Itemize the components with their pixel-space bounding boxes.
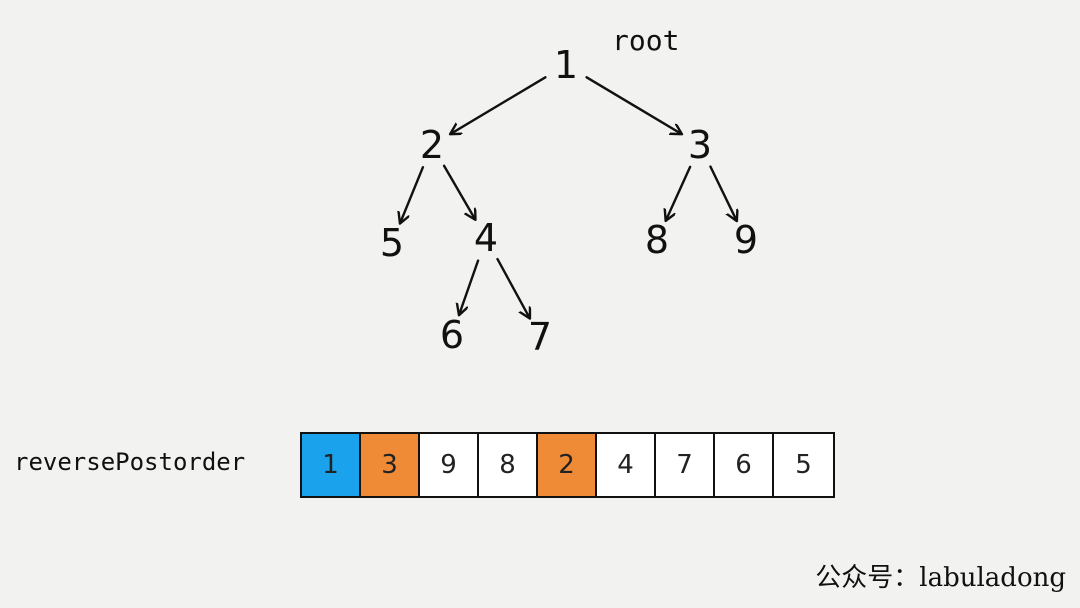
tree-nodes: 1 2 3 5 4 8 9 6 7 <box>380 43 758 359</box>
tree-node-4: 4 <box>474 216 498 260</box>
tree-node-6: 6 <box>440 313 464 357</box>
array-cell: 4 <box>597 434 656 496</box>
tree-edges <box>400 76 736 318</box>
array-cell: 9 <box>420 434 479 496</box>
edge-n1-n2 <box>451 76 547 133</box>
array-cell: 3 <box>361 434 420 496</box>
edge-n4-n7 <box>496 257 529 318</box>
edge-n3-n8 <box>666 165 692 220</box>
tree-node-1: 1 <box>554 43 578 87</box>
edge-n2-n4 <box>442 164 475 219</box>
tree-node-3: 3 <box>688 123 712 167</box>
array-label: reversePostorder <box>14 448 246 476</box>
tree-node-7: 7 <box>528 315 552 359</box>
array-cell: 7 <box>656 434 715 496</box>
array-cell: 2 <box>538 434 597 496</box>
edge-n3-n9 <box>709 165 736 221</box>
edge-n1-n3 <box>585 76 682 133</box>
array-cell: 6 <box>715 434 774 496</box>
array-cell: 8 <box>479 434 538 496</box>
edge-n2-n5 <box>400 166 425 222</box>
array-cell: 5 <box>774 434 833 496</box>
tree-node-8: 8 <box>645 218 669 262</box>
root-tag: root <box>612 24 679 57</box>
tree-node-9: 9 <box>734 218 758 262</box>
tree-node-2: 2 <box>420 123 444 167</box>
array-cell: 1 <box>302 434 361 496</box>
watermark: 公众号：labuladong <box>815 563 1066 593</box>
tree-node-5: 5 <box>380 221 404 265</box>
edge-n4-n6 <box>459 259 480 315</box>
